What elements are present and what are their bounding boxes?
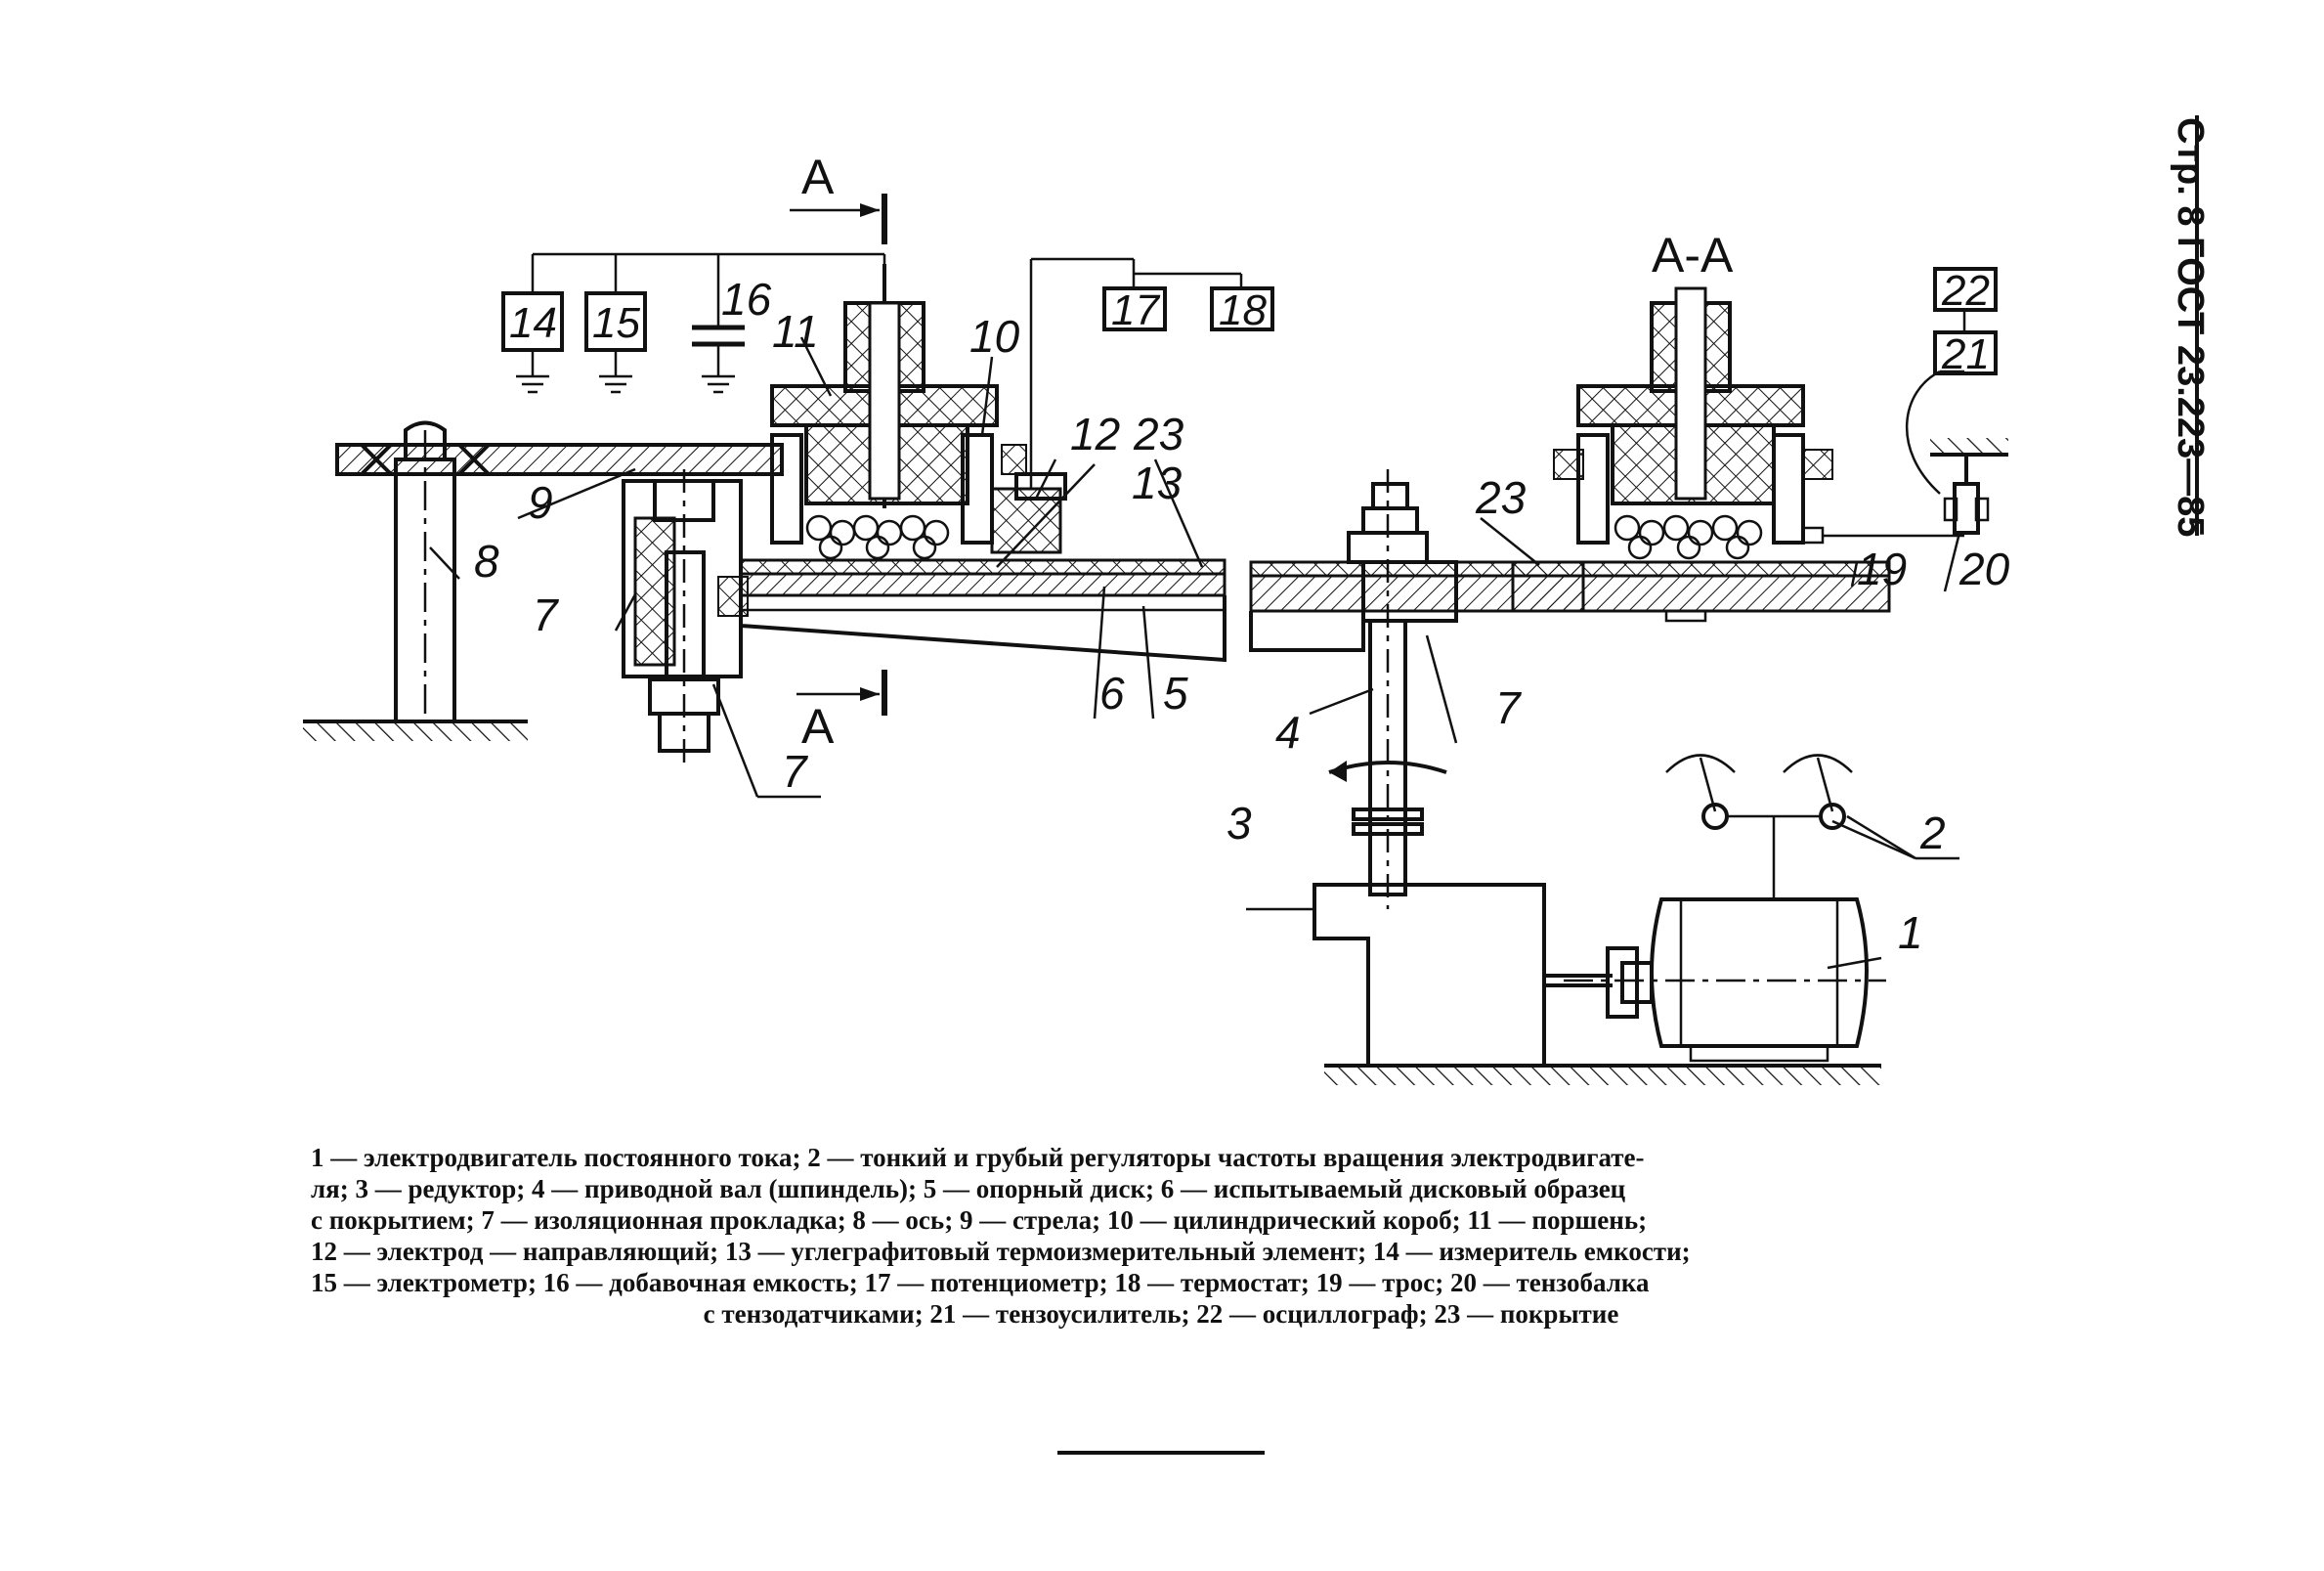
caption-line: ля; 3 — редуктор; 4 — приводной вал (шпи… (311, 1174, 1626, 1203)
label-23-left: 23 (1133, 409, 1184, 459)
label-7-left: 7 (533, 589, 559, 640)
leader-lines (429, 336, 1961, 970)
caption-line: 12 — электрод — направляющий; 13 — углег… (311, 1237, 1691, 1266)
box-label-22: 22 (1941, 267, 1990, 315)
label-7-right: 7 (1495, 682, 1522, 733)
wiring-left (531, 252, 1243, 489)
balls-right (1614, 514, 1763, 560)
label-6: 6 (1099, 668, 1125, 719)
label-11: 11 (772, 306, 819, 357)
section-label-top: А (801, 150, 835, 204)
balls-left (805, 514, 950, 560)
label-3: 3 (1227, 798, 1252, 849)
figure-caption: 1 — электродвигатель постоянного тока; 2… (311, 1142, 2011, 1330)
box-18 (1210, 286, 1274, 331)
section-mark-top (790, 194, 887, 244)
label-16: 16 (721, 274, 772, 325)
caption-line: 15 — электрометр; 16 — добавочная емкост… (311, 1268, 1650, 1297)
reducer (1313, 883, 1613, 1068)
label-13: 13 (1132, 458, 1183, 508)
caption-line: с тензодатчиками; 21 — тензоусилитель; 2… (703, 1299, 1619, 1329)
header-rule (2195, 115, 2199, 536)
spindle (1249, 469, 1585, 909)
section-mark-bottom (796, 670, 887, 716)
box-21 (1933, 330, 1998, 375)
view-title: А-А (1652, 228, 1734, 283)
label-20: 20 (1958, 544, 2010, 594)
box-14 (501, 291, 564, 394)
box-15 (584, 291, 647, 394)
label-12: 12 (1070, 409, 1120, 459)
bottom-rule (1057, 1451, 1265, 1455)
label-5: 5 (1163, 668, 1188, 719)
label-7-bottom: 7 (782, 746, 808, 797)
box-label-17: 17 (1111, 286, 1160, 334)
section-label-bottom: А (801, 699, 835, 754)
test-disc-left (739, 558, 1227, 663)
label-10: 10 (969, 311, 1020, 362)
caption-line: 1 — электродвигатель постоянного тока; 2… (311, 1143, 1645, 1172)
axis-support (303, 420, 528, 741)
label-9: 9 (528, 477, 553, 528)
test-disc-right (1511, 560, 1891, 623)
box-label-21: 21 (1941, 330, 1990, 378)
box-label-18: 18 (1219, 286, 1267, 334)
piston-unit-right (1553, 286, 1964, 560)
box-22 (1933, 267, 1998, 312)
caption-line: с покрытием; 7 — изоляционная прокладка;… (311, 1205, 1648, 1235)
regulators (1665, 754, 1853, 899)
label-8: 8 (474, 536, 499, 587)
base-ground (1324, 1066, 1881, 1085)
box-label-15: 15 (592, 299, 640, 347)
boom-arm (335, 443, 784, 476)
box-label-14: 14 (509, 299, 557, 347)
capacitor-16 (692, 325, 745, 394)
label-19: 19 (1857, 544, 1907, 594)
box-17 (1102, 286, 1167, 331)
label-4: 4 (1275, 707, 1301, 758)
motor (1564, 897, 1886, 1063)
label-1: 1 (1898, 907, 1923, 958)
tensobeam (1906, 311, 2008, 535)
label-23-right: 23 (1475, 472, 1527, 523)
piston-unit-left (770, 264, 1067, 560)
label-2: 2 (1919, 807, 1946, 858)
